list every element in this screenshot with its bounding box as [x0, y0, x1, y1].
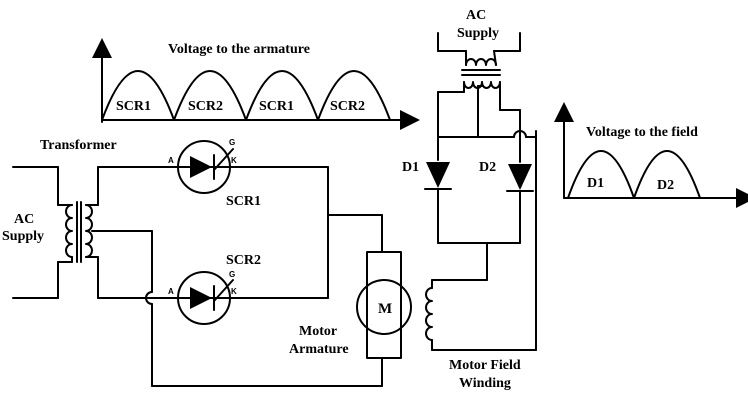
field-pulse-label: D2: [657, 178, 674, 193]
armature-waveform: [101, 70, 391, 121]
motor-field-winding: Motor Field Winding: [425, 287, 521, 391]
scr1-cathode-label: K: [231, 156, 237, 165]
diode-d1: D1: [402, 160, 452, 190]
scr2-label: SCR2: [226, 253, 261, 268]
scr2-cathode-label: K: [231, 287, 237, 296]
scr1: G A K SCR1: [168, 138, 261, 209]
ac-supply-top: AC Supply: [437, 8, 521, 52]
scr1-label: SCR1: [226, 194, 261, 209]
field-rectifier: D1 D2: [402, 85, 537, 351]
armature-pulse-label: SCR1: [116, 99, 151, 114]
d1-label: D1: [402, 160, 419, 175]
transformer: Transformer: [40, 138, 153, 263]
motor-symbol: M: [378, 301, 392, 317]
transformer-primary-winding: [65, 204, 73, 258]
motor-armature-label: Motor: [299, 324, 337, 339]
motor-armature: M Motor Armature: [289, 251, 412, 359]
motor-armature-label: Armature: [289, 342, 349, 357]
ac-supply-left-label: Supply: [2, 229, 44, 244]
field-transformer-primary: [465, 58, 497, 66]
armature-voltage-graph: Voltage to the armature SCR1 SCR2 SCR1 S…: [92, 38, 420, 130]
scr1-anode-label: A: [168, 156, 174, 165]
armature-graph-title: Voltage to the armature: [168, 42, 310, 57]
field-pulse-label: D1: [587, 176, 604, 191]
diode-d2: D2: [479, 160, 534, 192]
ac-supply-top-label: AC: [466, 8, 486, 23]
field-transformer: [437, 50, 501, 93]
field-waveform: [567, 150, 701, 199]
motor-field-label: Winding: [459, 376, 511, 391]
ac-supply-left: AC Supply: [2, 166, 59, 299]
field-voltage-graph: Voltage to the field D1 D2: [554, 102, 748, 208]
scr2-anode-label: A: [168, 287, 174, 296]
armature-pulse-label: SCR2: [330, 99, 365, 114]
field-graph-title: Voltage to the field: [586, 125, 698, 140]
secondary-wiring: [97, 166, 383, 387]
field-winding-coil: [425, 287, 433, 341]
scr1-gate-label: G: [229, 138, 235, 147]
scr2-gate-label: G: [229, 270, 235, 279]
armature-pulse-label: SCR2: [188, 99, 223, 114]
ac-supply-top-label: Supply: [457, 26, 499, 41]
transformer-secondary-winding: [85, 204, 93, 258]
d2-label: D2: [479, 160, 496, 175]
transformer-label: Transformer: [40, 138, 117, 153]
scr2: G A K SCR2: [168, 253, 261, 325]
armature-pulse-label: SCR1: [259, 99, 294, 114]
ac-supply-left-label: AC: [14, 212, 34, 227]
motor-field-label: Motor Field: [449, 358, 521, 373]
